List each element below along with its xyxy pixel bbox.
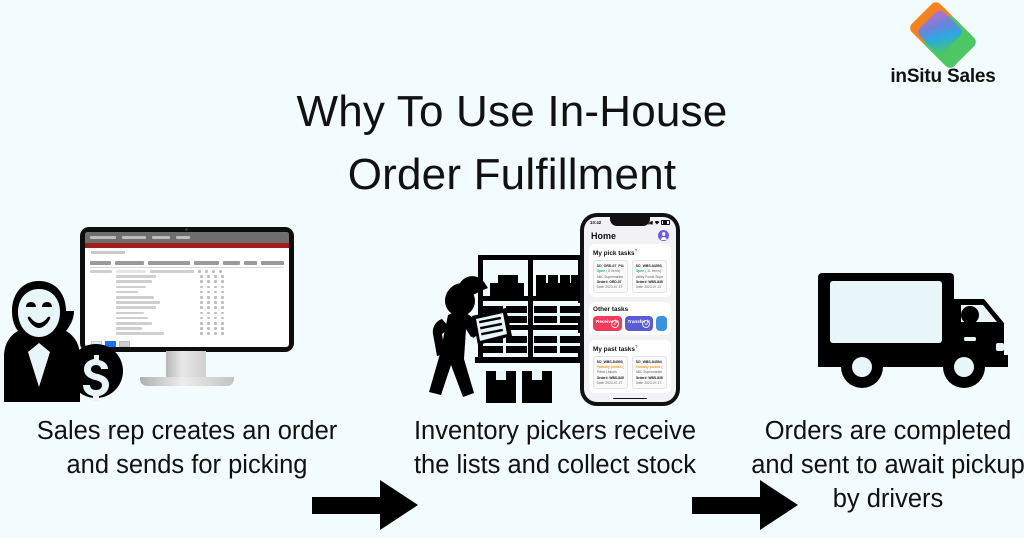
arrow-circle-icon [642, 320, 650, 329]
arrow-shaft [312, 497, 384, 514]
pick-task-card[interactable]: SO_WBS-84593_PUA Open ( 11 items) Valley… [632, 260, 667, 293]
table-row [90, 288, 284, 294]
table-header-row [90, 261, 284, 268]
page-title: Why To Use In-House Order Fulfillment [0, 81, 1024, 206]
battery-icon [661, 219, 670, 226]
brand-logo: inSitu Sales [878, 0, 1008, 88]
warehouse-shelving [475, 255, 587, 363]
phone-screen-title: Home [591, 230, 617, 241]
table-row [90, 278, 284, 284]
other-tasks-tile-partial[interactable] [656, 315, 667, 331]
table-row [90, 314, 284, 320]
pick-task-card[interactable]: SO_ORD-07_PUA_0 Open ( 8 items) ABC Supe… [593, 260, 628, 293]
phone-header: Home [584, 228, 676, 244]
arrow-step2-to-step3 [692, 480, 810, 530]
signal-icon [648, 220, 653, 225]
caption-step-1: Sales rep creates an order and sends for… [36, 417, 338, 479]
monitor-stand-base [140, 377, 234, 386]
order-table [85, 259, 289, 335]
process-flow: 10:42 Home My pick tasks? [0, 205, 1024, 530]
insitu-logo-icon [906, 0, 980, 71]
table-row [90, 293, 284, 299]
transfer-inventory-tile[interactable]: Transfer inventory [624, 315, 653, 331]
past-task-card[interactable]: SO_WBS-84594_PUA Partially picked ( 3 it… [632, 356, 667, 389]
section-my-past-tasks: My past tasks? SO_WBS-84593_PUA_1 Partia… [589, 339, 671, 393]
section-other-tasks: Other tasks Receive inventory Transfer i… [589, 301, 671, 335]
table-row [90, 309, 284, 315]
step-3-visual [760, 205, 1024, 415]
desktop-monitor-icon [80, 227, 310, 387]
status-time: 10:42 [590, 220, 602, 225]
pagination-next[interactable] [119, 340, 130, 347]
app-navbar [85, 232, 289, 243]
arrow-shaft [692, 497, 764, 514]
picker-worker [429, 276, 493, 397]
step-2-visual: 10:42 Home My pick tasks? [420, 205, 690, 415]
phone-status-bar: 10:42 [584, 217, 676, 228]
caption-step-2: Inventory pickers receive the lists and … [413, 417, 697, 479]
step-1-visual [0, 205, 310, 415]
warehouse-picker-icon [429, 255, 587, 403]
arrow-step1-to-step2 [312, 480, 422, 530]
phone-content: My pick tasks? SO_ORD-07_PUA_0 Open ( 8 … [584, 244, 676, 395]
table-row [90, 304, 284, 309]
section-title: My pick tasks? [593, 248, 638, 258]
sales-rep-icon [4, 281, 123, 402]
table-row [90, 299, 284, 304]
table-row [90, 325, 284, 330]
pagination-page-active[interactable] [105, 340, 116, 347]
truck-driver-icon [958, 306, 982, 337]
clipboard-icon [472, 308, 512, 345]
section-title: Other tasks [593, 305, 629, 313]
table-row [90, 319, 284, 325]
app-breadcrumb [85, 248, 289, 259]
title-line-1: Why To Use In-House [296, 87, 728, 137]
phone-notch [610, 217, 650, 226]
table-row [90, 268, 284, 273]
user-avatar-icon[interactable] [658, 230, 669, 241]
wifi-icon [654, 220, 660, 225]
brand-name: inSitu Sales [890, 66, 996, 87]
receive-inventory-tile[interactable]: Receive inventory [593, 315, 622, 331]
section-my-pick-tasks: My pick tasks? SO_ORD-07_PUA_0 Open ( 8 … [589, 244, 671, 297]
monitor-bezel [80, 227, 294, 352]
arrow-head [760, 480, 798, 530]
phone-home-indicator [584, 395, 676, 402]
mobile-phone-icon: 10:42 Home My pick tasks? [580, 213, 680, 406]
table-row [90, 283, 284, 289]
caption-step-3: Orders are completed and sent to await p… [751, 417, 1024, 513]
arrow-circle-icon [610, 320, 619, 329]
past-task-card[interactable]: SO_WBS-84593_PUA_1 Partially picked ( 5 … [593, 356, 628, 389]
monitor-stand-neck [166, 351, 206, 379]
table-row [90, 273, 284, 278]
delivery-truck-icon [818, 273, 1008, 388]
arrow-head [380, 480, 418, 530]
section-title: My past tasks? [593, 343, 638, 353]
monitor-camera-icon [185, 228, 188, 231]
step-captions: Sales rep creates an order and sends for… [0, 415, 1024, 538]
floor-boxes [486, 371, 552, 403]
phone-screen: 10:42 Home My pick tasks? [584, 217, 676, 402]
title-line-2: Order Fulfillment [347, 149, 677, 199]
app-accent-bar [85, 243, 289, 248]
table-row [90, 330, 284, 335]
monitor-screen [85, 232, 289, 347]
